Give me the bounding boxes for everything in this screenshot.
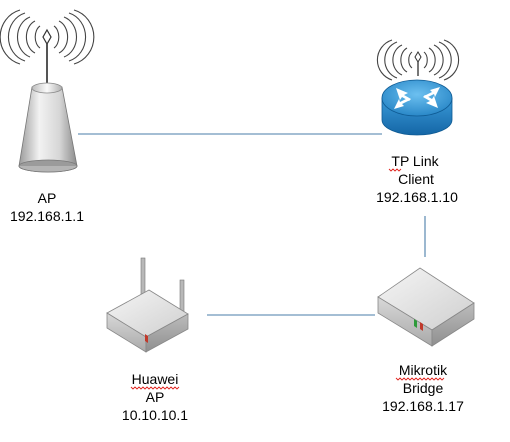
network-switch-icon	[377, 267, 475, 347]
node-label-line: 192.168.1.10	[376, 189, 458, 205]
node-label-line: Client	[398, 171, 434, 187]
node-ap-main: AP 192.168.1.1	[0, 9, 95, 224]
node-tplink-client: TP Link Client 192.168.1.10	[376, 39, 460, 205]
node-label-line: AP	[38, 190, 57, 206]
node-label-line: TP Link	[391, 153, 439, 169]
spellcheck-underline	[388, 168, 402, 172]
wireless-access-point-icon	[0, 9, 95, 173]
node-label-line: AP	[146, 389, 165, 405]
links	[78, 133, 426, 316]
node-label-line: Mikrotik	[399, 362, 448, 378]
wifi-router-antennas-icon	[106, 257, 189, 353]
node-label-line: 10.10.10.1	[122, 407, 188, 423]
node-label-line: 192.168.1.1	[10, 208, 84, 224]
spellcheck-underline	[130, 386, 180, 390]
spellcheck-underline	[395, 377, 445, 381]
node-label-line: Bridge	[403, 380, 444, 396]
node-label-line: 192.168.1.17	[382, 398, 464, 414]
wireless-router-icon	[376, 39, 460, 136]
node-huawei-ap: Huawei AP 10.10.10.1	[106, 257, 189, 423]
node-label-line: Huawei	[132, 371, 179, 387]
node-mikrotik-bridge: Mikrotik Bridge 192.168.1.17	[377, 267, 475, 414]
